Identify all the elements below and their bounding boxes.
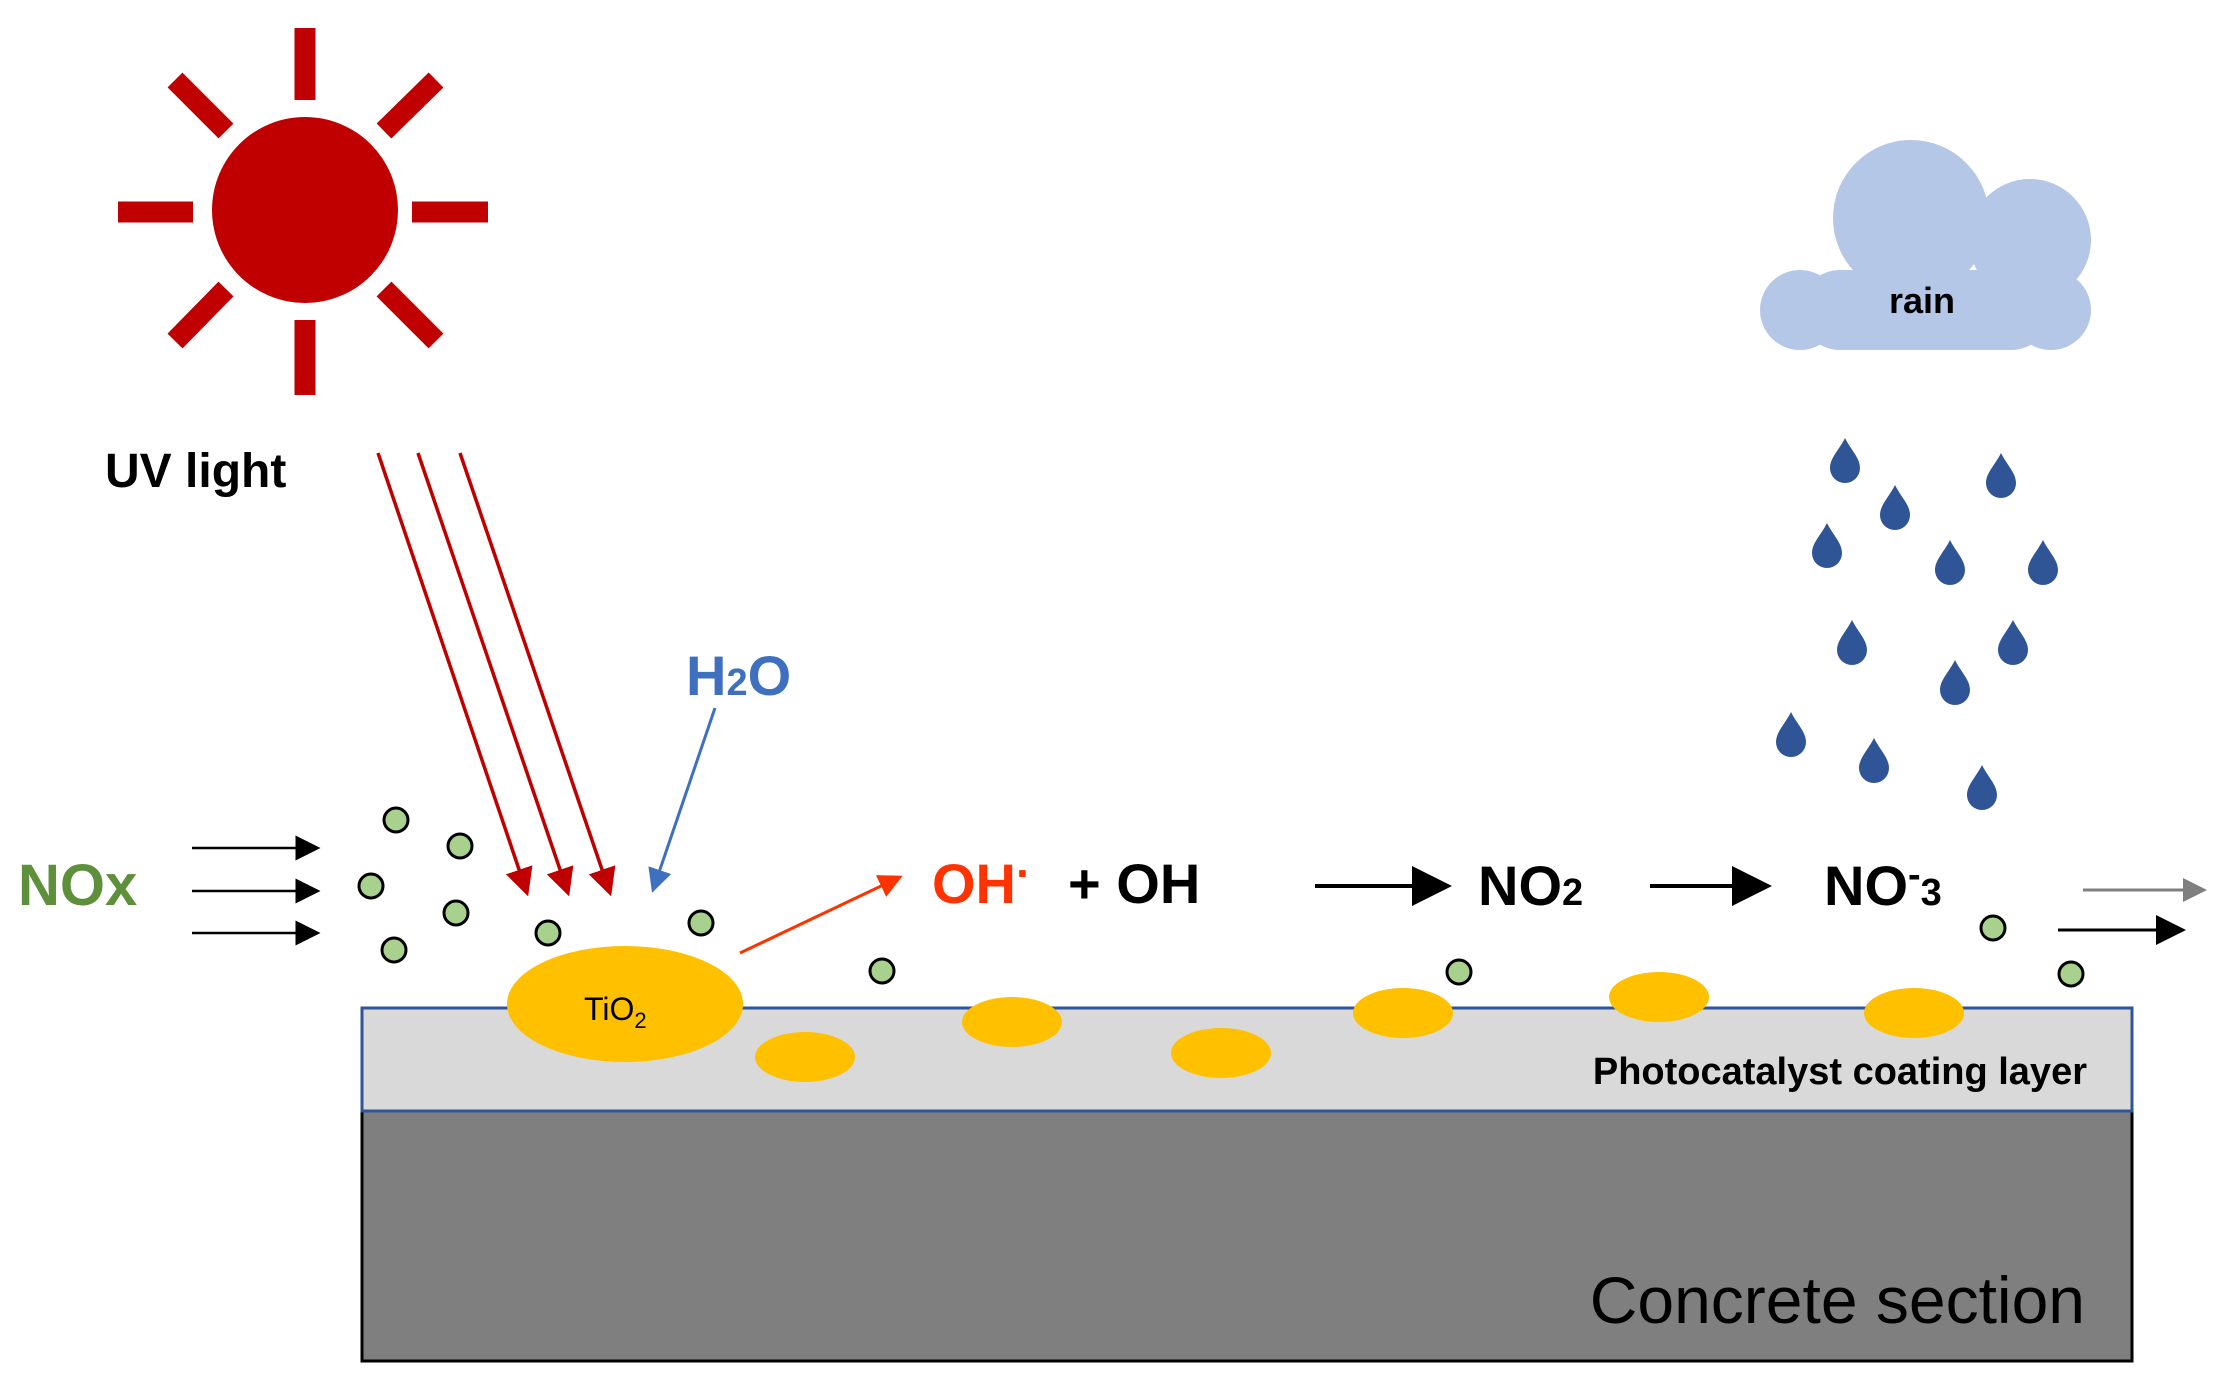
nox-particles — [357, 806, 2085, 988]
uv-rays — [376, 452, 616, 897]
h2o-arrow — [648, 707, 717, 893]
raindrop-icon — [1859, 738, 1889, 783]
tio2-particle — [1171, 1028, 1271, 1078]
raindrop-icon — [1812, 523, 1842, 568]
nox-particle — [380, 936, 408, 964]
cloud-icon — [1760, 140, 2091, 350]
uv-ray-1 — [376, 452, 533, 897]
nox-label: NOx — [18, 853, 137, 918]
coating-layer-label: Photocatalyst coating layer — [1593, 1051, 2087, 1093]
no2-label: NO2 — [1478, 854, 1583, 917]
plus-oh-label: + OH — [1068, 852, 1200, 915]
uv-ray-2 — [416, 452, 574, 897]
nox-particle — [868, 957, 896, 985]
raindrop-icon — [1935, 540, 1965, 585]
raindrop-icon — [1998, 620, 2028, 665]
raindrop-icon — [1967, 765, 1997, 810]
tio2-label: TiO2 — [584, 991, 647, 1033]
nox-particle — [357, 872, 385, 900]
h2o-end: O — [748, 644, 792, 707]
tio2-particle — [1864, 988, 1964, 1038]
raindrop-icon — [1940, 660, 1970, 705]
sun-icon — [118, 28, 488, 395]
no3-subscript: 3 — [1921, 872, 1942, 914]
nox-particle — [382, 806, 410, 834]
raindrop-icon — [1776, 712, 1806, 757]
nox-particle — [687, 909, 715, 937]
uv-ray-3 — [458, 452, 616, 897]
tio2-particle — [1609, 972, 1709, 1022]
tio2-to-oh-arrow — [739, 875, 903, 955]
tio2-particles — [755, 972, 1964, 1082]
nox-particle — [1445, 958, 1473, 986]
rain-label: rain — [1889, 280, 1955, 321]
nox-particle — [1979, 914, 2007, 942]
raindrop-icon — [1830, 438, 1860, 483]
raindrop-icon — [1986, 453, 2016, 498]
tio2-particle — [962, 997, 1062, 1047]
tio2-main-particle — [507, 946, 743, 1062]
nox-particle — [442, 899, 470, 927]
nox-particle — [534, 919, 562, 947]
no2-subscript: 2 — [1562, 872, 1583, 914]
oh-radical-dot: · — [1016, 847, 1031, 899]
oh-radical-label: OH· — [932, 847, 1031, 915]
raindrops — [1776, 438, 2058, 810]
no3-main: NO — [1824, 854, 1908, 917]
h2o-label: H2O — [686, 644, 791, 707]
no3-superscript: - — [1908, 854, 1921, 896]
nox-particle — [446, 832, 474, 860]
raindrop-icon — [2028, 540, 2058, 585]
h2o-subscript: 2 — [726, 662, 747, 704]
raindrop-icon — [1837, 620, 1867, 665]
no3-label: NO-3 — [1824, 854, 1942, 917]
tio2-particle — [755, 1032, 855, 1082]
tio2-particle — [1353, 988, 1453, 1038]
tio2-main: TiO — [584, 991, 634, 1027]
tio2-subscript: 2 — [634, 1008, 646, 1033]
oh-radical: OH — [932, 852, 1016, 915]
no2-main: NO — [1478, 854, 1562, 917]
nox-particle — [2057, 960, 2085, 988]
nox-inflow-arrows — [192, 835, 321, 946]
raindrop-icon — [1880, 485, 1910, 530]
h2o-main: H — [686, 644, 726, 707]
uv-light-label: UV light — [105, 445, 286, 498]
concrete-section-label: Concrete section — [1590, 1263, 2085, 1337]
